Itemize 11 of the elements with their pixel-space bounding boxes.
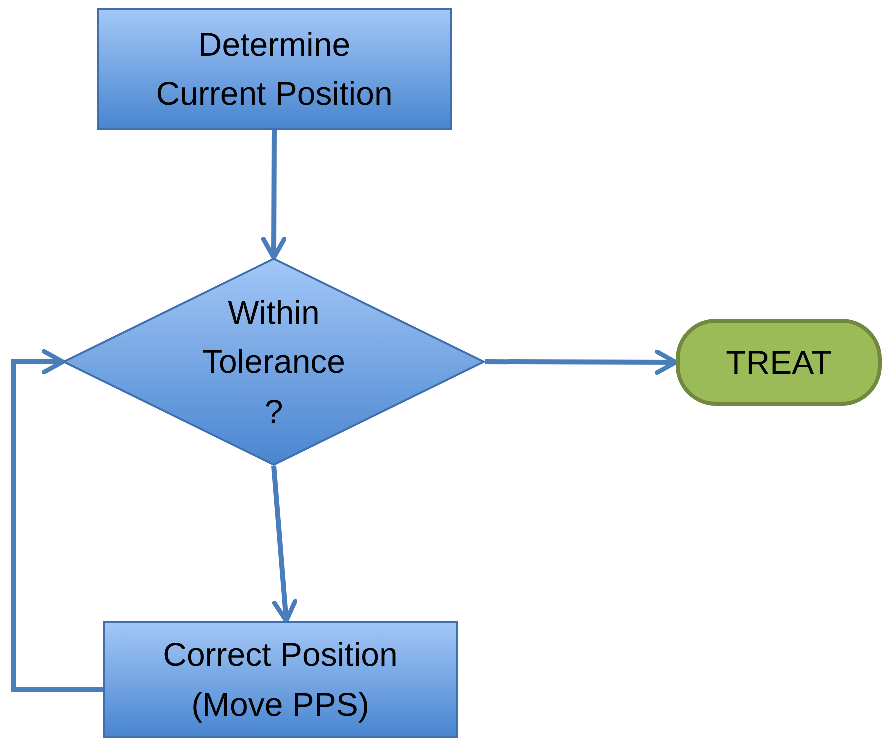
node-text: Within Tolerance ?: [201, 292, 347, 432]
node-text: TREAT: [725, 342, 833, 383]
process-box: [97, 8, 452, 130]
decision-diamond: [63, 258, 485, 466]
node-text: Correct Position (Move PPS): [162, 635, 399, 725]
process-box: [103, 621, 458, 738]
arrow: [272, 466, 298, 624]
node-text: Determine Current Position: [155, 24, 394, 114]
arrow: [261, 130, 287, 260]
arrow: [485, 350, 678, 376]
arrow: [12, 349, 103, 692]
